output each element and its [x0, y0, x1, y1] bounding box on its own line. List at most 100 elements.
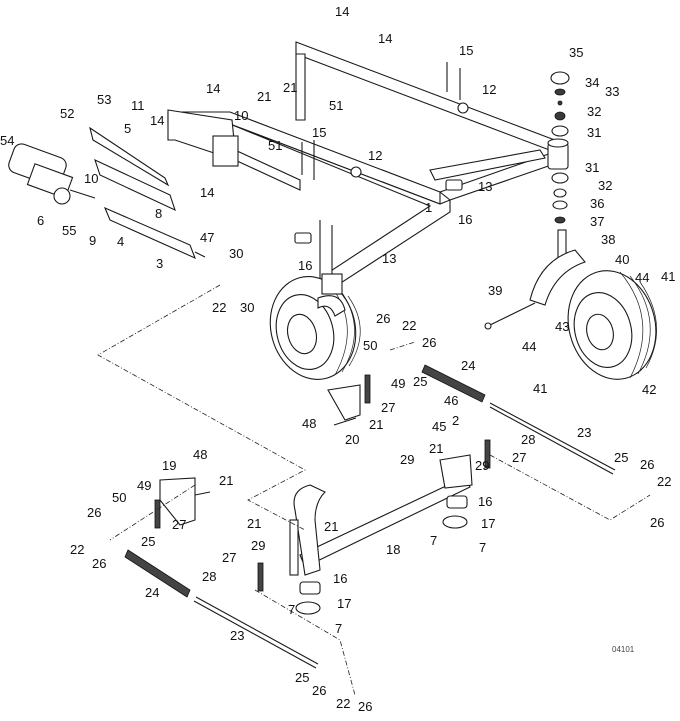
callout-label: 26	[358, 699, 372, 714]
callout-label: 54	[0, 133, 14, 148]
callout-label: 19	[162, 458, 176, 473]
callout-label: 55	[62, 223, 76, 238]
front-wheel	[269, 273, 361, 380]
callout-label: 42	[642, 382, 656, 397]
callout-label: 45	[432, 419, 446, 434]
callout-label: 11	[131, 98, 145, 113]
callout-label: 6	[37, 213, 44, 228]
callout-label: 26	[376, 311, 390, 326]
callout-label: 10	[234, 108, 248, 123]
callout-label: 48	[302, 416, 316, 431]
callout-label: 2	[452, 413, 459, 428]
callout-label: 4	[117, 234, 124, 249]
caster-wheel	[567, 270, 657, 380]
callout-label: 16	[478, 494, 492, 509]
callout-label: 31	[585, 160, 599, 175]
callout-label: 14	[200, 185, 214, 200]
callout-label: 49	[137, 478, 151, 493]
callout-label: 15	[459, 43, 473, 58]
callout-label: 30	[229, 246, 243, 261]
callout-label: 21	[369, 417, 383, 432]
callout-label: 51	[329, 98, 343, 113]
caster-fork	[484, 229, 586, 330]
callout-label: 16	[458, 212, 472, 227]
callout-label: 21	[257, 89, 271, 104]
callout-label: 32	[587, 104, 601, 119]
callout-label: 41	[661, 269, 675, 284]
callout-label: 28	[202, 569, 216, 584]
callout-label: 24	[145, 585, 159, 600]
callout-label: 35	[569, 45, 583, 60]
callout-label: 52	[60, 106, 74, 121]
callout-label: 21	[324, 519, 338, 534]
callout-label: 30	[240, 300, 254, 315]
callout-label: 46	[444, 393, 458, 408]
callout-label: 21	[429, 441, 443, 456]
callout-label: 17	[337, 596, 351, 611]
callout-label: 23	[230, 628, 244, 643]
callout-label: 39	[488, 283, 502, 298]
callout-label: 27	[512, 450, 526, 465]
brackets	[159, 384, 361, 526]
callout-label: 27	[222, 550, 236, 565]
callout-label: 47	[200, 230, 214, 245]
callout-label: 18	[386, 542, 400, 557]
callout-label: 38	[601, 232, 615, 247]
callout-label: 44	[522, 339, 536, 354]
left-frame-tube	[167, 109, 301, 191]
callout-label: 26	[92, 556, 106, 571]
callout-label: 36	[590, 196, 604, 211]
callout-label: 51	[268, 138, 282, 153]
callout-label: 28	[521, 432, 535, 447]
callout-label: 26	[422, 335, 436, 350]
callout-label: 14	[150, 113, 164, 128]
bracket-5	[89, 126, 176, 212]
callout-label: 7	[430, 533, 437, 548]
callout-label: 26	[312, 683, 326, 698]
callout-label: 50	[363, 338, 377, 353]
callout-label: 9	[89, 233, 96, 248]
callout-label: 14	[378, 31, 392, 46]
callout-label: 15	[312, 125, 326, 140]
callout-label: 41	[533, 381, 547, 396]
callout-label: 40	[615, 252, 629, 267]
callout-label: 14	[335, 4, 349, 19]
callout-label: 25	[614, 450, 628, 465]
assembly-lines	[97, 284, 651, 696]
callout-label: 21	[247, 516, 261, 531]
callout-label: 25	[141, 534, 155, 549]
callout-label: 22	[70, 542, 84, 557]
rods	[193, 402, 616, 669]
callout-label: 50	[112, 490, 126, 505]
callout-label: 12	[482, 82, 496, 97]
callout-label: 7	[335, 621, 342, 636]
callout-label: 26	[650, 515, 664, 530]
callout-label: 49	[391, 376, 405, 391]
springs	[124, 364, 491, 598]
callout-label: 37	[590, 214, 604, 229]
callout-label: 22	[212, 300, 226, 315]
callout-label: 14	[206, 81, 220, 96]
callout-label: 29	[475, 458, 489, 473]
callout-label: 44	[635, 270, 649, 285]
callout-label: 22	[336, 696, 350, 711]
callout-label: 1	[425, 200, 432, 215]
callout-label: 10	[84, 171, 98, 186]
callout-label: 21	[219, 473, 233, 488]
callout-label: 17	[481, 516, 495, 531]
callout-label: 7	[479, 540, 486, 555]
callout-label: 27	[381, 400, 395, 415]
callout-label: 13	[382, 251, 396, 266]
callout-label: 25	[413, 374, 427, 389]
callout-label: 22	[657, 474, 671, 489]
pivot-blocks	[294, 179, 468, 615]
callout-label: 29	[400, 452, 414, 467]
bolts	[301, 62, 469, 180]
callout-label: 43	[555, 319, 569, 334]
callout-label: 29	[251, 538, 265, 553]
callout-label: 7	[288, 602, 295, 617]
callout-label: 5	[124, 121, 131, 136]
callout-label: 12	[368, 148, 382, 163]
